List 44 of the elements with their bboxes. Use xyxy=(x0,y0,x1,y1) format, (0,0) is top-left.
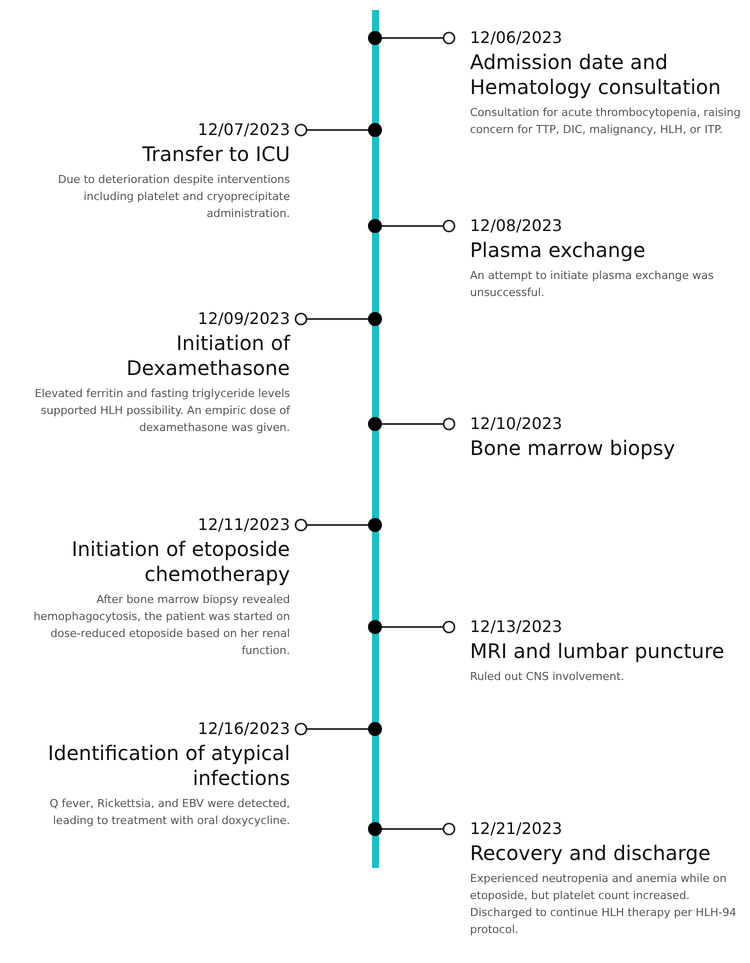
event-title: Initiation of etoposide chemotherapy xyxy=(70,537,290,587)
event-date: 12/06/2023 xyxy=(470,28,564,48)
connector-line xyxy=(382,220,456,232)
event-title: Admission date and Hematology consultation xyxy=(470,50,722,100)
connector-line xyxy=(294,518,368,532)
event-description: Q fever, Rickettsia, and EBV were detected, leading to treatment with oral doxycycline. xyxy=(48,796,290,829)
connector-line xyxy=(294,312,368,326)
event-description: Consultation for acute thrombocytopenia, raising concern for TTP, DIC, malignancy, HLH, or ITP. xyxy=(470,105,742,138)
event-date: 12/10/2023 xyxy=(470,414,564,434)
event-description: Due to deterioration despite interventions including platelet and cryoprecipitate administration. xyxy=(57,172,290,222)
timeline-dot xyxy=(368,620,382,634)
event-date: 12/16/2023 xyxy=(196,719,290,739)
timeline-dot xyxy=(368,518,382,532)
event-date: 12/08/2023 xyxy=(470,216,564,236)
event-date: 12/21/2023 xyxy=(470,819,564,839)
event-date: 12/13/2023 xyxy=(470,617,564,637)
event-date: 12/11/2023 xyxy=(196,515,290,535)
event-title: Initiation of Dexamethasone xyxy=(125,331,290,381)
connector-line xyxy=(294,722,368,736)
connector-line xyxy=(382,620,456,634)
event-description: After bone marrow biopsy revealed hemophagocytosis, the patient was started on dose-reduced etoposide based on her renal function. xyxy=(32,592,290,659)
event-description: An attempt to initiate plasma exchange was unsuccessful. xyxy=(470,268,715,301)
timeline-dot xyxy=(368,417,382,431)
timeline-dot xyxy=(368,123,382,137)
event-title: Identification of atypical infections xyxy=(46,741,290,791)
timeline-dot xyxy=(368,31,382,45)
event-description: Experienced neutropenia and anemia while on etoposide, but platelet count increased. Discharged to continue HLH therapy per HLH-94 protocol. xyxy=(470,871,738,938)
event-date: 12/09/2023 xyxy=(196,309,290,329)
event-title: Bone marrow biopsy xyxy=(470,436,676,461)
event-description: Ruled out CNS involvement. xyxy=(470,669,626,685)
event-title: Transfer to ICU xyxy=(141,142,290,167)
connector-line xyxy=(294,124,368,136)
connector-line xyxy=(382,822,456,836)
event-title: Recovery and discharge xyxy=(470,841,712,866)
connector-line xyxy=(382,418,456,430)
timeline-dot xyxy=(368,722,382,736)
timeline-dot xyxy=(368,219,382,233)
event-description: Elevated ferritin and fasting triglyceride levels supported HLH possibility. An empiric dose of dexamethasone was given. xyxy=(34,386,290,436)
event-title: MRI and lumbar puncture xyxy=(470,639,726,664)
timeline-dot xyxy=(368,312,382,326)
event-date: 12/07/2023 xyxy=(196,120,290,140)
event-title: Plasma exchange xyxy=(470,238,646,263)
connector-line xyxy=(382,32,456,44)
timeline-dot xyxy=(368,822,382,836)
